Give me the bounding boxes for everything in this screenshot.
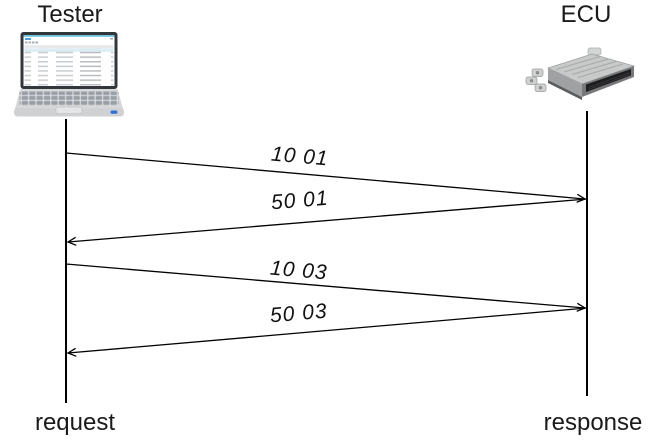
arrow-request-1003 <box>65 263 587 312</box>
arrow-request-1001 <box>65 152 587 203</box>
participant-label-ecu: ECU <box>560 1 612 28</box>
arrow-response-5003 <box>66 307 588 357</box>
participant-label-tester: Tester <box>37 1 103 28</box>
arrow-response-5001 <box>66 198 588 246</box>
laptop-icon <box>14 32 124 124</box>
footer-label-response: response <box>543 409 643 436</box>
ecu-icon <box>520 46 642 106</box>
footer-label-request: request <box>34 409 116 436</box>
